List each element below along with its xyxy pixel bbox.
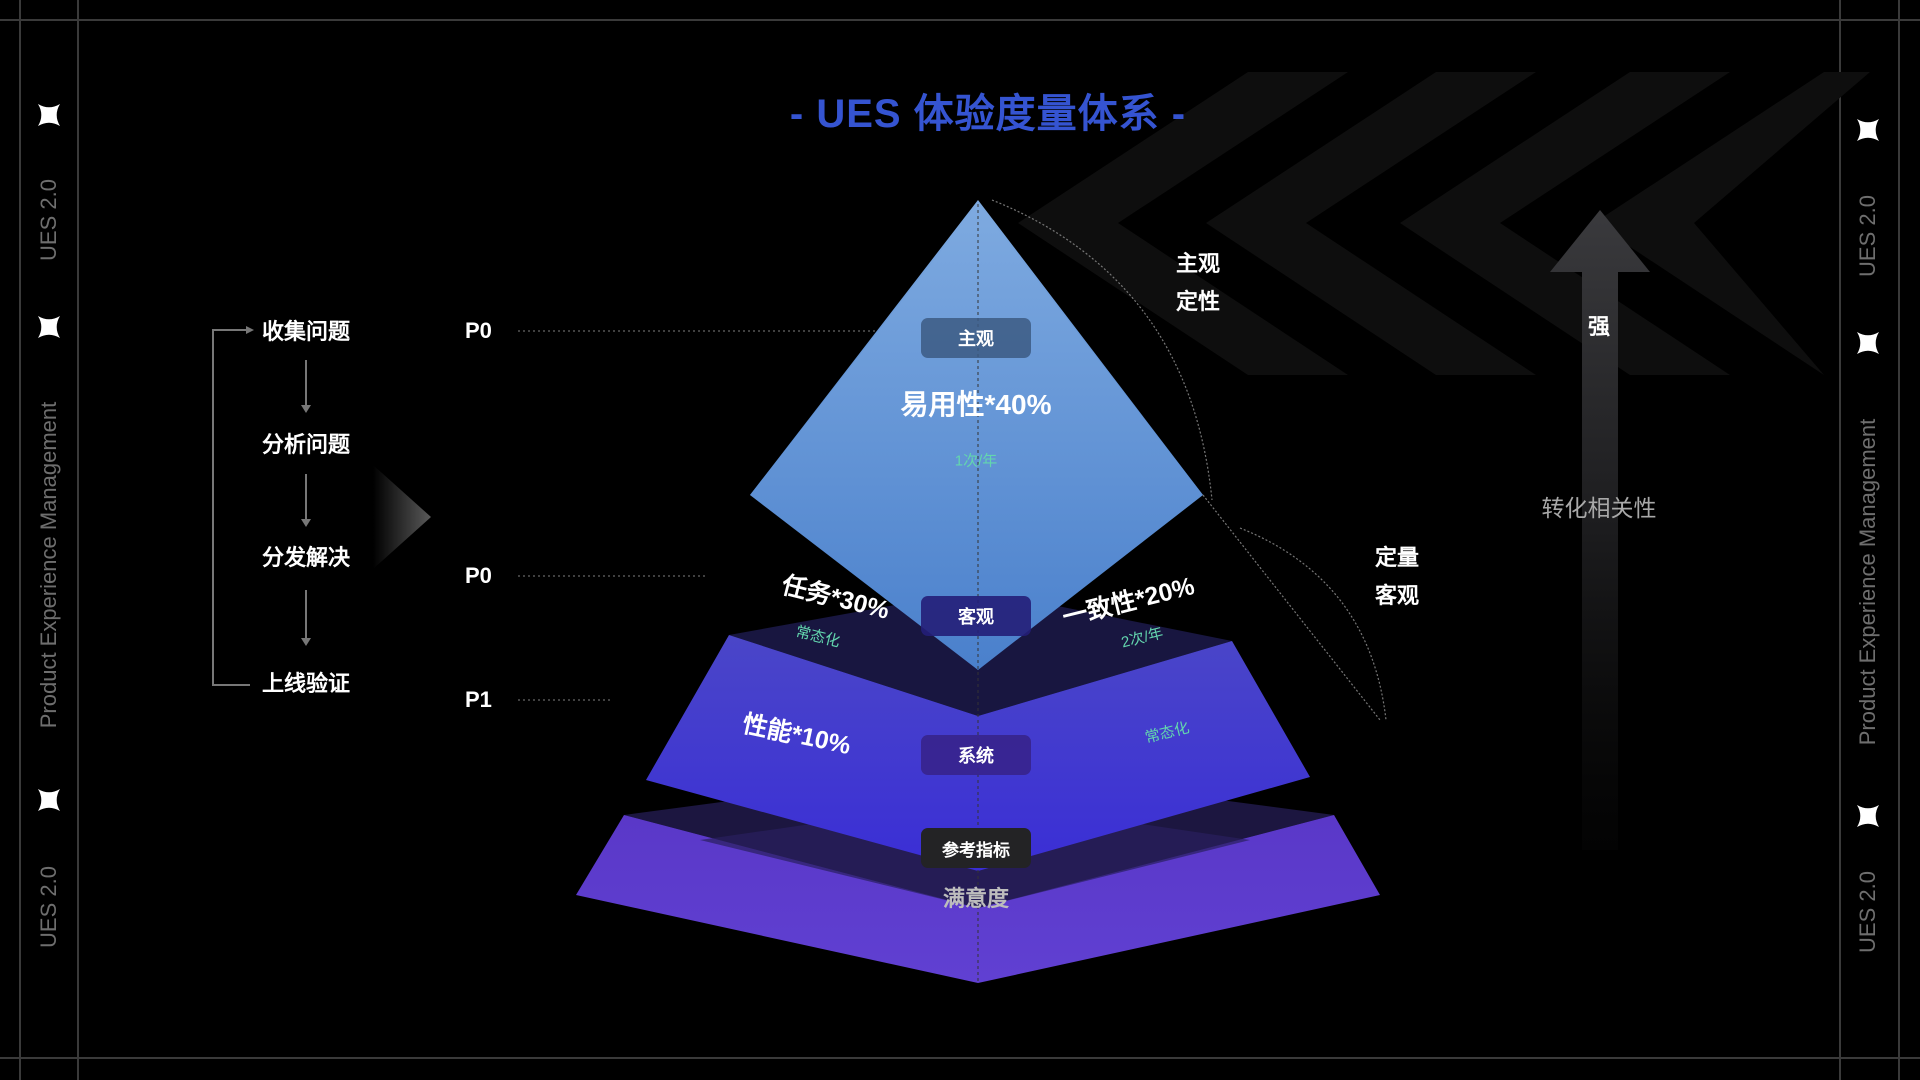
satisfaction-label: 满意度 (942, 886, 1010, 911)
priority-label-bottom: P1 (465, 687, 492, 712)
flow-step-analyze: 分析问题 (262, 432, 351, 457)
strong-label: 强 (1587, 314, 1611, 339)
annotation-upper-line2: 定性 (1175, 289, 1221, 314)
flow-to-pyramid-arrow (373, 465, 431, 569)
annotation-upper: 主观 定性 (1176, 245, 1220, 321)
star-icon (1857, 805, 1879, 827)
star-icon (38, 789, 60, 811)
annotation-upper-line1: 主观 (1175, 251, 1221, 276)
usability-label: 易用性*40% (900, 389, 1052, 420)
pyramid-top-layer-front (750, 204, 1203, 670)
priority-label-top: P0 (465, 318, 492, 343)
chevron-decor (1594, 72, 1870, 375)
frame-text-right-bottom: UES 2.0 (1855, 871, 1880, 953)
badge-objective: 客观 (921, 596, 1031, 636)
badge-system: 系统 (921, 735, 1031, 775)
frame-text-right-middle: Product Experience Management (1855, 418, 1880, 746)
frame-line-top (0, 19, 1920, 21)
annotation-lower-line1: 定量 (1374, 545, 1420, 570)
arrow-right-icon (246, 326, 254, 334)
badge-reference: 参考指标 (921, 828, 1031, 868)
badge-subjective: 主观 (921, 318, 1031, 358)
frame-text-right-top: UES 2.0 (1855, 195, 1880, 277)
chevron-decor (1206, 72, 1536, 375)
star-icon (38, 104, 60, 126)
correlation-label: 转化相关性 (1541, 495, 1657, 521)
chevron-decor (1018, 72, 1348, 375)
frame-text-left-bottom: UES 2.0 (36, 866, 61, 948)
flow-step-verify: 上线验证 (262, 671, 351, 696)
annotation-lower-line2: 客观 (1374, 583, 1420, 608)
chevron-decor-group (1018, 72, 1870, 375)
frame-line-bottom (0, 1057, 1920, 1059)
star-icon (1857, 332, 1879, 354)
priority-label-middle: P0 (465, 563, 492, 588)
page-title: - UES 体验度量体系 - (789, 92, 1187, 136)
frame-line-right-inner (1839, 0, 1841, 1080)
frame-text-left-middle: Product Experience Management (36, 401, 61, 729)
priority-lines (518, 330, 890, 701)
star-icon (38, 316, 60, 338)
correlation-arrow (1550, 210, 1650, 850)
arrow-down-icon (301, 519, 311, 527)
usability-frequency: 1次/年 (954, 452, 998, 470)
frame-text-left-top: UES 2.0 (36, 179, 61, 261)
frame-line-left-outer (19, 0, 21, 1080)
flow-arrowheads (246, 326, 311, 646)
frame-line-right-outer (1898, 0, 1900, 1080)
frame-line-left-inner (77, 0, 79, 1080)
arrow-down-icon (301, 638, 311, 646)
flow-step-dispatch: 分发解决 (262, 545, 351, 570)
arrow-down-icon (301, 405, 311, 413)
flow-step-collect: 收集问题 (262, 319, 351, 344)
flow-bracket (212, 329, 307, 686)
chevron-decor (1400, 72, 1730, 375)
star-icon (1857, 119, 1879, 141)
annotation-lower: 定量 客观 (1375, 539, 1419, 615)
